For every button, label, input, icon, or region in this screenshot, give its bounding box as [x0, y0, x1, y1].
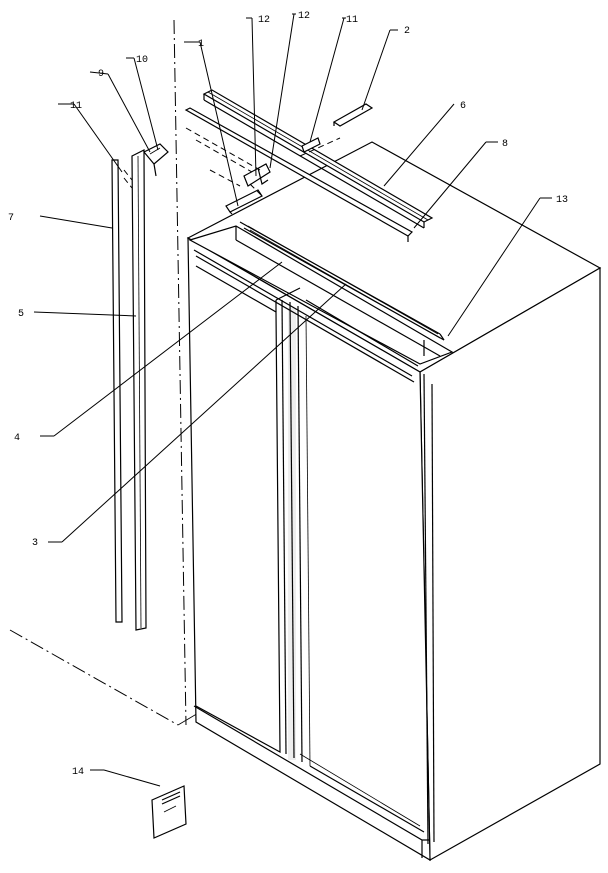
callout-9: 9	[98, 69, 104, 80]
trim-strip-5	[123, 149, 147, 631]
wall-outline	[9, 19, 201, 726]
callout-5: 5	[18, 309, 24, 320]
freezer-door	[195, 265, 301, 754]
callout-2: 2	[404, 26, 410, 37]
callout-14: 14	[72, 767, 84, 778]
callout-12-left: 12	[258, 15, 270, 26]
bracket-9-10	[143, 143, 169, 177]
top-trim-assembly	[188, 221, 454, 383]
assembly-guides	[185, 127, 341, 197]
callout-labels: 1 2 3 4 5 6 7 8 9 10 11 11 12 12 13 14	[8, 11, 568, 778]
hinge-bracket-1	[225, 189, 263, 215]
top-rail-6	[202, 89, 434, 229]
bracket-11	[301, 137, 321, 153]
manual-14	[151, 785, 187, 839]
callout-1: 1	[198, 39, 204, 50]
callout-8: 8	[502, 139, 508, 150]
bracket-12	[243, 163, 271, 187]
callout-11-left: 11	[70, 101, 82, 112]
cabinet-front	[187, 236, 431, 862]
callout-11-top: 11	[346, 15, 358, 26]
callout-12-right: 12	[298, 11, 310, 22]
center-mullion	[281, 299, 311, 767]
callout-10: 10	[136, 55, 148, 66]
strip-8	[184, 107, 413, 242]
fresh-food-door	[299, 299, 435, 845]
callout-7: 7	[8, 213, 14, 224]
callout-4: 4	[14, 433, 20, 444]
callout-6: 6	[460, 101, 466, 112]
refrigerator-cabinet	[186, 141, 602, 862]
callout-3: 3	[32, 538, 38, 549]
trim-strip-7	[111, 159, 123, 623]
leader-lines	[33, 13, 552, 787]
callout-13: 13	[556, 195, 568, 206]
rail-2	[332, 103, 374, 127]
cabinet-right-side	[419, 266, 601, 862]
